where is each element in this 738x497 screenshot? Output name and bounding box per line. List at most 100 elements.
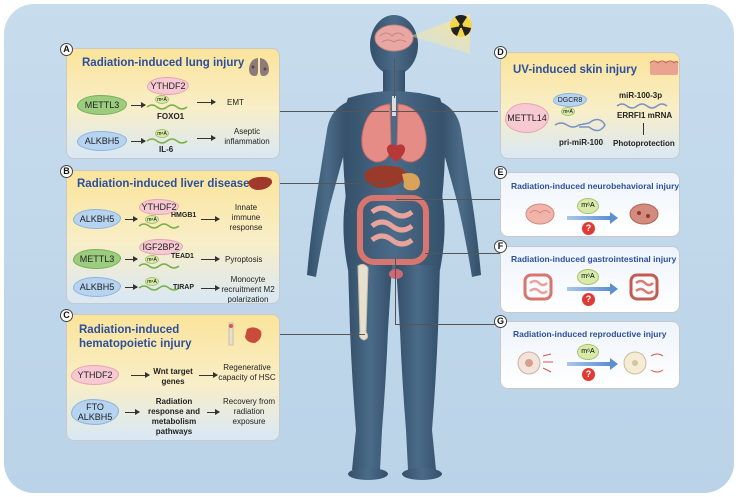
intestine-icon xyxy=(523,273,553,301)
mrna-wave xyxy=(138,285,180,291)
mrna-wave xyxy=(146,104,188,110)
wnt-target-genes: Wnt target genes xyxy=(153,367,193,386)
transition-arrow xyxy=(567,283,618,295)
brain-organ xyxy=(374,24,414,52)
connector-d xyxy=(392,111,498,112)
panel-g: Radiation-induced reproductive injury m⁶… xyxy=(500,321,680,389)
arrow-c2-2 xyxy=(207,409,220,415)
arrow-b2-2 xyxy=(201,256,220,262)
panel-e-title: Radiation-induced neurobehavioral injury xyxy=(511,181,680,191)
emt-outcome: EMT xyxy=(227,98,244,107)
pri-mirna-hairpin xyxy=(554,118,606,132)
ythdf2-reader: YTHDF2 xyxy=(71,365,119,385)
alkbh5-eraser: ALKBH5 xyxy=(73,277,121,297)
transition-arrow xyxy=(567,358,618,370)
transition-arrow xyxy=(567,212,618,224)
m6a-mark: m⁶A xyxy=(145,277,159,286)
arrow-b3-1 xyxy=(125,284,138,290)
tead1-target: TEAD1 xyxy=(171,253,194,260)
panel-b: Radiation-induced liver disease ALKBH5 Y… xyxy=(66,170,280,304)
panel-c-letter: C xyxy=(60,309,73,322)
liver-organ xyxy=(364,165,407,188)
regenerative-outcome: Regenerative capacity of HSC xyxy=(218,363,276,382)
m6a-mark: m⁶A xyxy=(561,107,575,116)
recovery-outcome: Recovery from radiation exposure xyxy=(223,397,276,426)
connector-g xyxy=(395,324,500,325)
pyroptosis-outcome: Pyroptosis xyxy=(225,255,263,264)
ythdf2-reader: YTHDF2 xyxy=(139,199,179,215)
unknown-mechanism-badge: ? xyxy=(582,293,595,306)
connector-head xyxy=(394,58,395,98)
mir-100-3p-label: miR-100-3p xyxy=(619,91,663,100)
panel-c-title-line2: hematopoietic injury xyxy=(79,338,192,350)
panel-d: UV-induced skin injury METTL14 DGCR8 m⁶A… xyxy=(500,52,680,159)
connector-e xyxy=(396,199,500,200)
hmgb1-target: HMGB1 xyxy=(171,212,197,219)
panel-a: Radiation-induced lung injury METTL3 YTH… xyxy=(66,48,280,159)
alkbh5-label: ALKBH5 xyxy=(77,412,113,422)
connector-c xyxy=(279,334,365,335)
bone-icon xyxy=(228,322,262,346)
panel-e-letter: E xyxy=(494,166,507,179)
arrow-c1-2 xyxy=(199,372,218,378)
mettl14-writer: METTL14 xyxy=(505,103,549,133)
arrow-c2-1 xyxy=(125,409,140,415)
femur-bone xyxy=(357,263,369,341)
panel-e: Radiation-induced neurobehavioral injury… xyxy=(500,172,680,237)
panel-f-letter: F xyxy=(494,240,507,253)
m6a-mark: m⁶A xyxy=(155,95,169,104)
unknown-mechanism-badge: ? xyxy=(582,368,595,381)
radiation-icon xyxy=(450,15,472,37)
lungs-icon xyxy=(249,58,269,76)
panel-d-title: UV-induced skin injury xyxy=(513,64,637,76)
m6a-mark: m⁶A xyxy=(145,215,159,224)
arrow-a2-2 xyxy=(197,135,216,141)
brain-icon xyxy=(525,203,555,225)
panel-c: Radiation-induced hematopoietic injury Y… xyxy=(66,314,280,441)
arrow-b3-2 xyxy=(201,285,220,291)
panel-f: Radiation-induced gastrointestinal injur… xyxy=(500,246,680,313)
mrna-wave xyxy=(146,138,188,144)
panel-g-title: Radiation-induced reproductive injury xyxy=(513,329,667,339)
foxo1-target: FOXO1 xyxy=(157,112,185,121)
alkbh5-eraser: ALKBH5 xyxy=(73,209,121,229)
fto-label: FTO xyxy=(86,402,104,412)
arrow-c1-1 xyxy=(131,372,150,378)
mrna-wave xyxy=(138,223,180,229)
damaged-intestine-icon xyxy=(629,273,659,301)
liver-icon xyxy=(248,176,273,190)
pri-mir-100-label: pri-miR-100 xyxy=(559,138,604,147)
dgcr8-partner: DGCR8 xyxy=(553,93,587,107)
panel-b-title: Radiation-induced liver disease xyxy=(77,178,250,190)
mettl3-writer: METTL3 xyxy=(77,95,127,115)
alkbh5-eraser: ALKBH5 xyxy=(77,131,127,151)
panel-a-title: Radiation-induced lung injury xyxy=(82,57,245,69)
m6a-badge: m⁶A xyxy=(577,269,599,285)
m6a-badge: m⁶A xyxy=(577,198,599,214)
m6a-mark: m⁶A xyxy=(155,129,169,138)
panel-b-letter: B xyxy=(60,165,73,178)
mrna-wave xyxy=(138,263,180,269)
igf2bp2-reader: IGF2BP2 xyxy=(139,239,183,255)
stomach-organ xyxy=(402,173,420,191)
skin-icon xyxy=(649,60,679,75)
arrow-b1-2 xyxy=(201,216,220,222)
mettl3-writer: METTL3 xyxy=(73,249,121,269)
arrow-a2-1 xyxy=(131,138,146,144)
radiation-response-target: Radiation response and metabolism pathwa… xyxy=(147,397,200,436)
panel-a-letter: A xyxy=(60,43,73,56)
unknown-mechanism-badge: ? xyxy=(582,222,595,235)
connector-f xyxy=(425,253,500,254)
arrow-b1-1 xyxy=(125,216,138,222)
errfi1-mrna-label: ERRFI1 mRNA xyxy=(617,111,673,120)
m6a-mark: m⁶A xyxy=(145,255,159,264)
connector-b xyxy=(279,183,385,184)
damaged-cell-icon xyxy=(623,351,664,375)
heart-organ xyxy=(386,144,406,162)
lungs-organ xyxy=(361,96,427,163)
arrow-d-down xyxy=(643,123,644,135)
panel-c-title-line1: Radiation-induced xyxy=(79,324,180,336)
photoprotection-outcome: Photoprotection xyxy=(613,139,675,148)
damaged-brain-icon xyxy=(629,203,659,225)
arrow-a1-1 xyxy=(131,102,146,108)
